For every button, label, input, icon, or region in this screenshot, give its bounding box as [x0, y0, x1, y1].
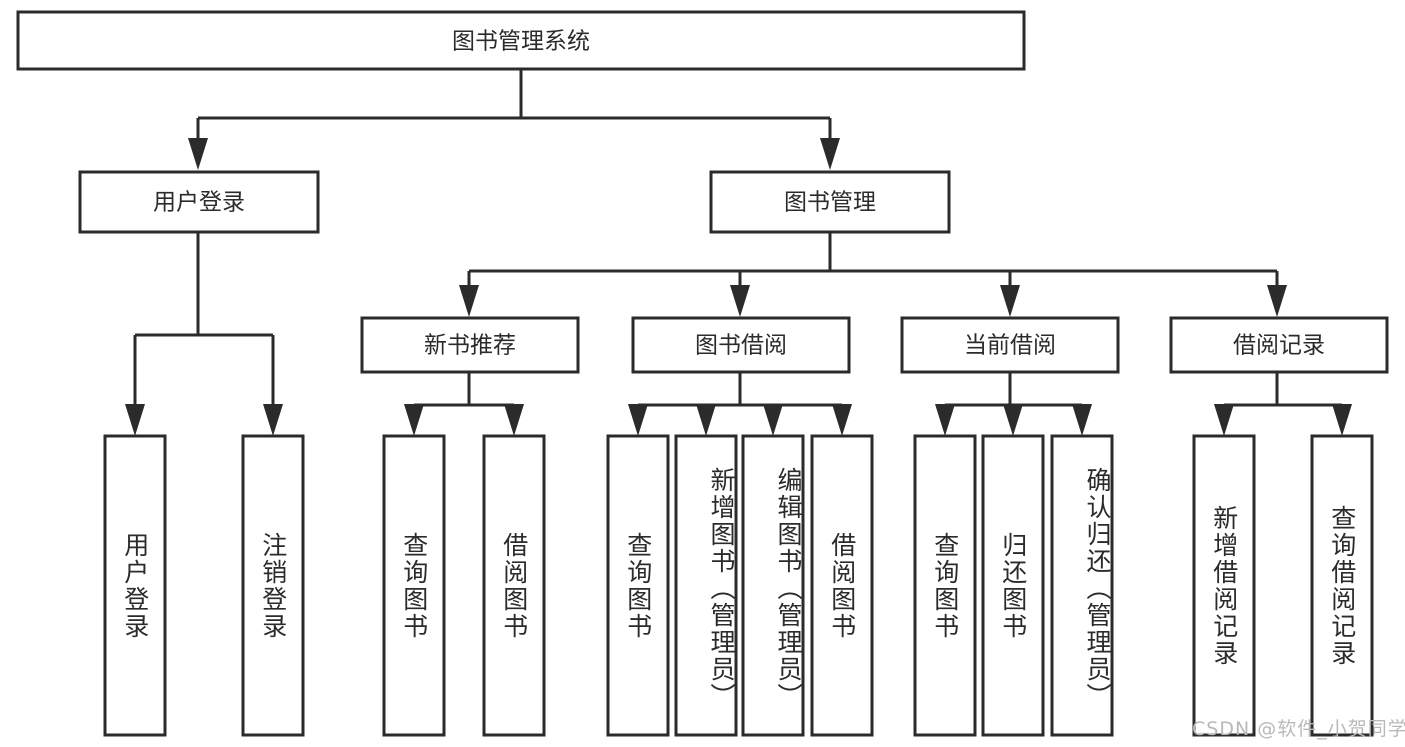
node-new-book-recommend-box[interactable] [360, 316, 580, 374]
leaf-boxes-current-borrow [913, 434, 1114, 737]
node-new-book-recommend-label: 新书推荐 [424, 333, 516, 359]
arrowhead-leaf-return-book [1003, 404, 1023, 436]
node-book-manage[interactable]: 图书管理 [709, 170, 951, 234]
node-borrow-record-label: 借阅记录 [1233, 333, 1325, 359]
leaf-box-add-record[interactable] [1192, 434, 1256, 737]
node-current-borrow-label: 当前借阅 [964, 333, 1056, 359]
arrowhead-leaf-borrow-book-1 [504, 404, 524, 436]
node-user-login-box[interactable] [78, 170, 320, 234]
leaf-boxes-book-borrow [606, 434, 874, 737]
arrowhead-leaf-edit-book [763, 404, 783, 436]
node-borrow-record[interactable]: 借阅记录 [1169, 316, 1389, 374]
arrowhead-book-manage [820, 138, 840, 170]
arrowhead-borrow-record [1267, 285, 1287, 317]
arrowhead-user-login [188, 138, 208, 170]
leaf-boxes-borrow-record [1192, 434, 1374, 737]
leaf-box-query-book-1[interactable] [382, 434, 446, 737]
node-book-manage-label: 图书管理 [784, 190, 876, 216]
node-user-login-label: 用户登录 [153, 190, 245, 216]
leaf-box-edit-book[interactable] [741, 434, 805, 737]
arrowhead-leaf-user-login [125, 404, 145, 436]
leaf-boxes-new-book-recommend [382, 434, 546, 737]
leaf-box-user-login[interactable] [103, 434, 167, 737]
leaf-box-query-book-3[interactable] [913, 434, 977, 737]
leaf-boxes-user-login [103, 434, 305, 737]
arrowhead-leaf-query-book-2 [628, 404, 648, 436]
leaf-box-logout-login[interactable] [241, 434, 305, 737]
arrowhead-leaf-query-book-1 [404, 404, 424, 436]
leaf-box-query-book-2[interactable] [606, 434, 670, 737]
arrowhead-leaf-add-record [1214, 404, 1234, 436]
leaf-box-confirm-return[interactable] [1050, 434, 1114, 737]
leaf-box-return-book[interactable] [981, 434, 1045, 737]
node-book-borrow[interactable]: 图书借阅 [631, 316, 851, 374]
connectors-new-book-recommend [404, 372, 524, 436]
connectors-root [188, 69, 840, 170]
node-book-manage-box[interactable] [709, 170, 951, 234]
node-borrow-record-box[interactable] [1169, 316, 1389, 374]
node-user-login[interactable]: 用户登录 [78, 170, 320, 234]
node-book-management-system-label: 图书管理系统 [452, 29, 590, 55]
arrowhead-leaf-borrow-book-2 [832, 404, 852, 436]
leaf-box-add-book[interactable] [674, 434, 738, 737]
arrowhead-book-borrow [730, 285, 750, 317]
node-current-borrow[interactable]: 当前借阅 [900, 316, 1120, 374]
connectors-book-manage [459, 232, 1287, 317]
connectors-borrow-record [1214, 372, 1352, 436]
node-book-management-system-box[interactable] [16, 10, 1026, 71]
connectors-book-borrow [628, 372, 852, 436]
arrowhead-leaf-logout-login [263, 404, 283, 436]
connectors-current-borrow [935, 372, 1092, 436]
connectors-user-login [125, 232, 283, 436]
node-book-management-system[interactable]: 图书管理系统 [16, 10, 1026, 71]
arrowhead-leaf-query-book-3 [935, 404, 955, 436]
arrowhead-leaf-query-record [1332, 404, 1352, 436]
node-book-borrow-label: 图书借阅 [695, 333, 787, 359]
node-new-book-recommend[interactable]: 新书推荐 [360, 316, 580, 374]
watermark-text: CSDN @软件_小贺同学 [1192, 718, 1405, 740]
leaf-box-borrow-book-1[interactable] [482, 434, 546, 737]
arrowhead-current-borrow [1000, 285, 1020, 317]
leaf-box-query-record[interactable] [1310, 434, 1374, 737]
node-book-borrow-box[interactable] [631, 316, 851, 374]
arrowhead-leaf-confirm-return [1072, 404, 1092, 436]
arrowhead-leaf-add-book [696, 404, 716, 436]
leaf-box-borrow-book-2[interactable] [810, 434, 874, 737]
arrowhead-new-book-recommend [459, 285, 479, 317]
node-current-borrow-box[interactable] [900, 316, 1120, 374]
